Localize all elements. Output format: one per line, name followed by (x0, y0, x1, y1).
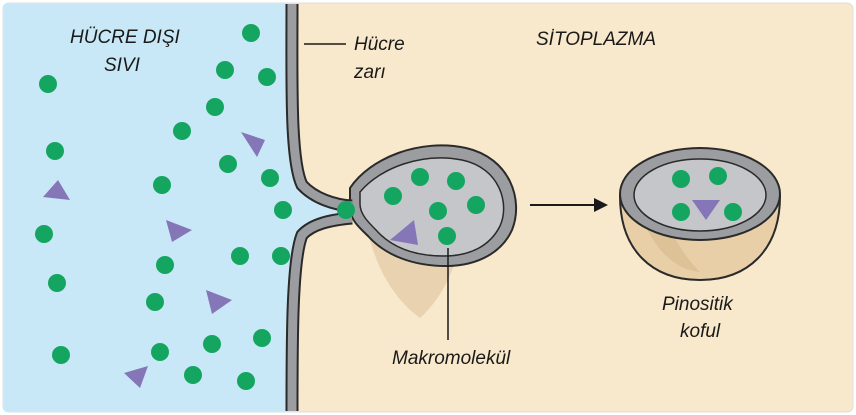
molecule-dot-icon (384, 187, 402, 205)
cytoplasm-label: SİTOPLAZMA (536, 29, 656, 50)
molecule-triangle-icon (390, 220, 418, 245)
molecule-triangle-icon (166, 220, 192, 242)
molecule-dot-icon (52, 346, 70, 364)
macromolecule-label: Makromolekül (392, 348, 511, 369)
molecule-dot-icon (153, 176, 171, 194)
molecule-dot-icon (724, 203, 742, 221)
molecule-dot-icon (261, 169, 279, 187)
molecule-dot-icon (237, 372, 255, 390)
molecule-triangle-icon (241, 132, 265, 157)
molecule-dot-icon (447, 172, 465, 190)
extracellular-region (4, 4, 350, 411)
molecule-dot-icon (48, 274, 66, 292)
molecule-dot-icon (146, 293, 164, 311)
molecule-dot-icon (709, 167, 727, 185)
molecule-dot-icon (438, 227, 456, 245)
plasma-membrane-upper-fill (287, 3, 353, 211)
molecule-dot-icon (151, 343, 169, 361)
molecule-dot-icon (39, 75, 57, 93)
molecule-dot-icon (258, 68, 276, 86)
molecule-dot-icon (219, 155, 237, 173)
molecule-dot-icon (231, 247, 249, 265)
molecule-dot-icon (46, 142, 64, 160)
process-arrow (530, 198, 608, 212)
extracellular-label-line2: SIVI (104, 55, 141, 76)
extracellular-label-line1: HÜCRE DIŞI (70, 27, 181, 48)
molecule-dot-icon (173, 122, 191, 140)
molecule-dot-icon (672, 203, 690, 221)
molecule-triangle-icon (206, 290, 232, 314)
molecule-triangle-icon (692, 200, 720, 220)
molecule-dot-icon (272, 247, 290, 265)
molecule-dot-icon (672, 170, 690, 188)
molecules-layer (35, 24, 742, 390)
molecule-dot-icon (35, 225, 53, 243)
molecule-dot-icon (274, 201, 292, 219)
vacuole-label-line1: Pinositik (662, 294, 734, 315)
membrane-label-line1: Hücre (354, 34, 405, 55)
molecule-dot-icon (156, 256, 174, 274)
molecule-dot-icon (203, 335, 221, 353)
plasma-membrane-lower-fill (287, 213, 353, 412)
molecule-dot-icon (216, 61, 234, 79)
molecule-triangle-icon (43, 180, 70, 200)
pinocytic-vacuole (618, 147, 782, 282)
molecule-dot-icon (429, 202, 447, 220)
molecule-dot-icon (253, 329, 271, 347)
membrane-label-line2: zarı (353, 62, 386, 83)
vacuole-interior (633, 158, 767, 232)
molecule-triangle-icon (124, 366, 148, 388)
molecule-dot-icon (206, 98, 224, 116)
molecule-dot-icon (411, 168, 429, 186)
molecule-dot-icon (242, 24, 260, 42)
molecule-dot-icon (337, 201, 355, 219)
vacuole-label-line2: koful (680, 321, 721, 342)
molecule-dot-icon (467, 196, 485, 214)
molecule-dot-icon (184, 366, 202, 384)
